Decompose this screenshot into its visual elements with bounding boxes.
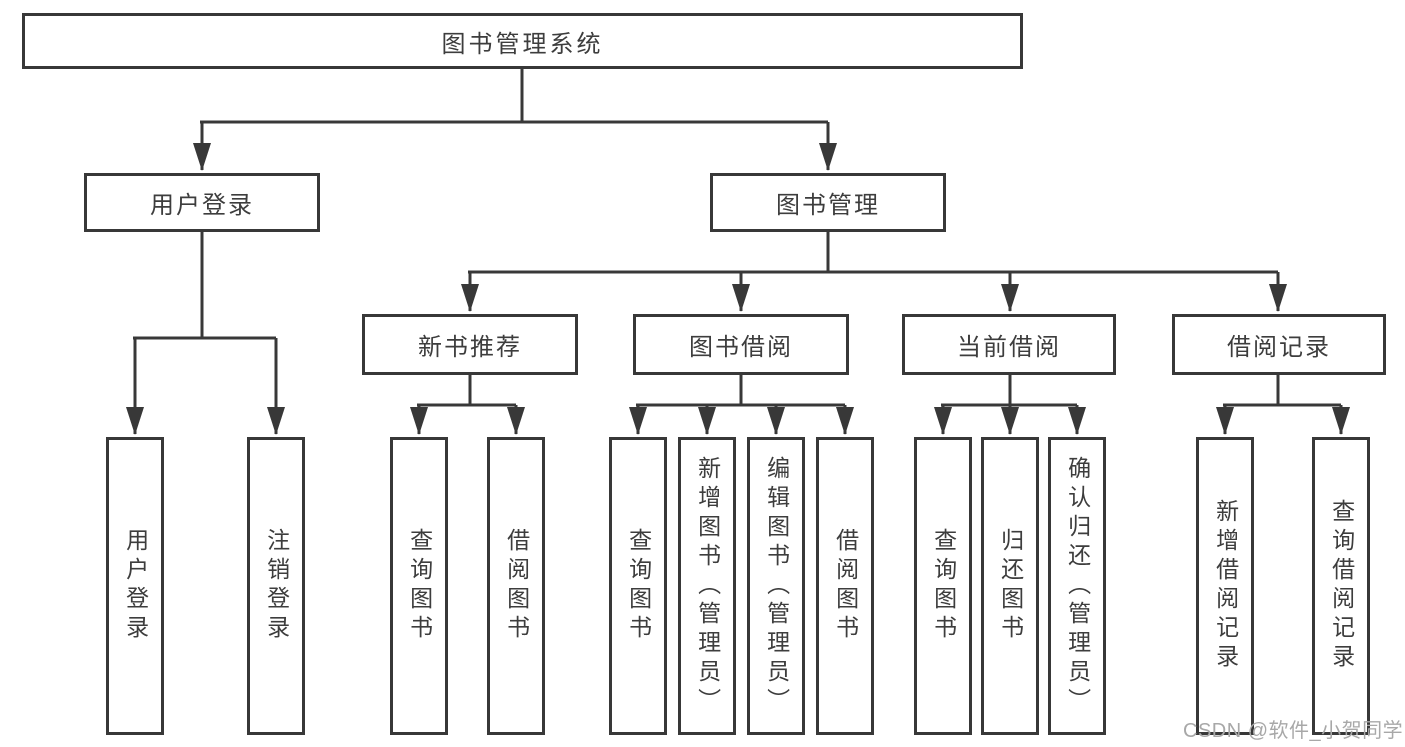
leaf-borrow-books-label: 借阅图书 <box>832 528 859 644</box>
node-book-management: 图书管理 <box>710 173 946 232</box>
csdn-watermark: CSDN @软件_小贺同学 <box>1183 720 1404 742</box>
node-book-borrow: 图书借阅 <box>633 314 849 375</box>
leaf-borrow-query-books: 查询图书 <box>609 437 667 735</box>
leaf-logout: 注销登录 <box>247 437 305 735</box>
leaf-borrow-query-books-label: 查询图书 <box>625 528 652 644</box>
node-borrow-records: 借阅记录 <box>1172 314 1386 375</box>
node-library-management-system: 图书管理系统 <box>22 13 1023 69</box>
leaf-confirm-return-admin: 确认归还（管理员） <box>1048 437 1106 735</box>
leaf-recommend-query-books-label: 查询图书 <box>406 528 433 644</box>
leaf-edit-books-admin: 编辑图书（管理员） <box>747 437 805 735</box>
leaf-logout-label: 注销登录 <box>263 528 290 644</box>
leaf-current-query-books-label: 查询图书 <box>930 528 957 644</box>
leaf-query-borrow-record: 查询借阅记录 <box>1312 437 1370 735</box>
leaf-return-books-label: 归还图书 <box>997 528 1024 644</box>
leaf-add-books-admin-label: 新增图书（管理员） <box>694 455 721 717</box>
leaf-recommend-query-books: 查询图书 <box>390 437 448 735</box>
leaf-add-borrow-record: 新增借阅记录 <box>1196 437 1254 735</box>
leaf-user-login: 用户登录 <box>106 437 164 735</box>
leaf-recommend-borrow-books-label: 借阅图书 <box>503 528 530 644</box>
leaf-return-books: 归还图书 <box>981 437 1039 735</box>
leaf-add-borrow-record-label: 新增借阅记录 <box>1212 499 1239 673</box>
node-new-book-recommend: 新书推荐 <box>362 314 578 375</box>
node-user-login: 用户登录 <box>84 173 320 232</box>
leaf-current-query-books: 查询图书 <box>914 437 972 735</box>
leaf-confirm-return-admin-label: 确认归还（管理员） <box>1064 455 1091 717</box>
leaf-query-borrow-record-label: 查询借阅记录 <box>1328 499 1355 673</box>
leaf-recommend-borrow-books: 借阅图书 <box>487 437 545 735</box>
node-current-borrow: 当前借阅 <box>902 314 1116 375</box>
leaf-edit-books-admin-label: 编辑图书（管理员） <box>763 455 790 717</box>
leaf-user-login-label: 用户登录 <box>122 528 149 644</box>
leaf-add-books-admin: 新增图书（管理员） <box>678 437 736 735</box>
leaf-borrow-books: 借阅图书 <box>816 437 874 735</box>
